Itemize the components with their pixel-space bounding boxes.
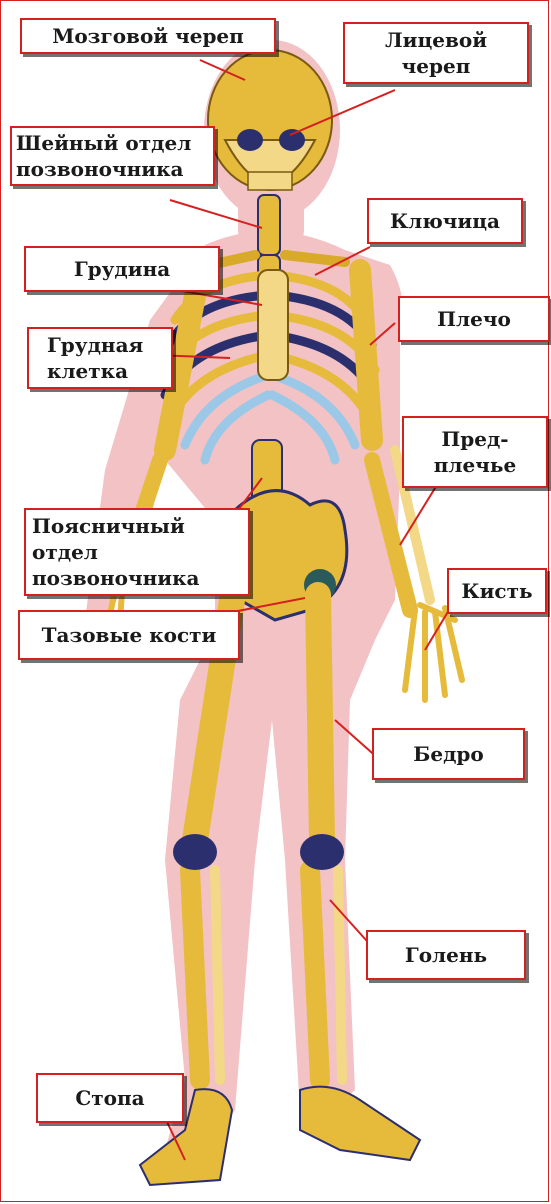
label-thigh: Бедро — [372, 728, 525, 780]
label-brain-skull: Мозговой череп — [20, 18, 276, 54]
label-shoulder: Плечо — [398, 296, 550, 342]
label-lumbar-spine: Поясничный отдел позвоночника — [24, 508, 250, 596]
label-cervical-spine: Шейный отдел позвоночника — [10, 126, 215, 186]
knees — [173, 834, 344, 870]
label-rib-cage: Грудная клетка — [27, 327, 173, 389]
label-shin: Голень — [366, 930, 526, 980]
label-pelvic-bones: Тазовые кости — [18, 610, 240, 660]
label-clavicle: Ключица — [367, 198, 523, 244]
label-hand: Кисть — [447, 568, 547, 614]
sternum-bone — [258, 270, 288, 380]
label-facial-skull: Лицевой череп — [343, 22, 529, 84]
label-sternum: Грудина — [24, 246, 220, 292]
label-forearm: Пред- плечье — [402, 416, 548, 488]
label-foot: Стопа — [36, 1073, 184, 1123]
